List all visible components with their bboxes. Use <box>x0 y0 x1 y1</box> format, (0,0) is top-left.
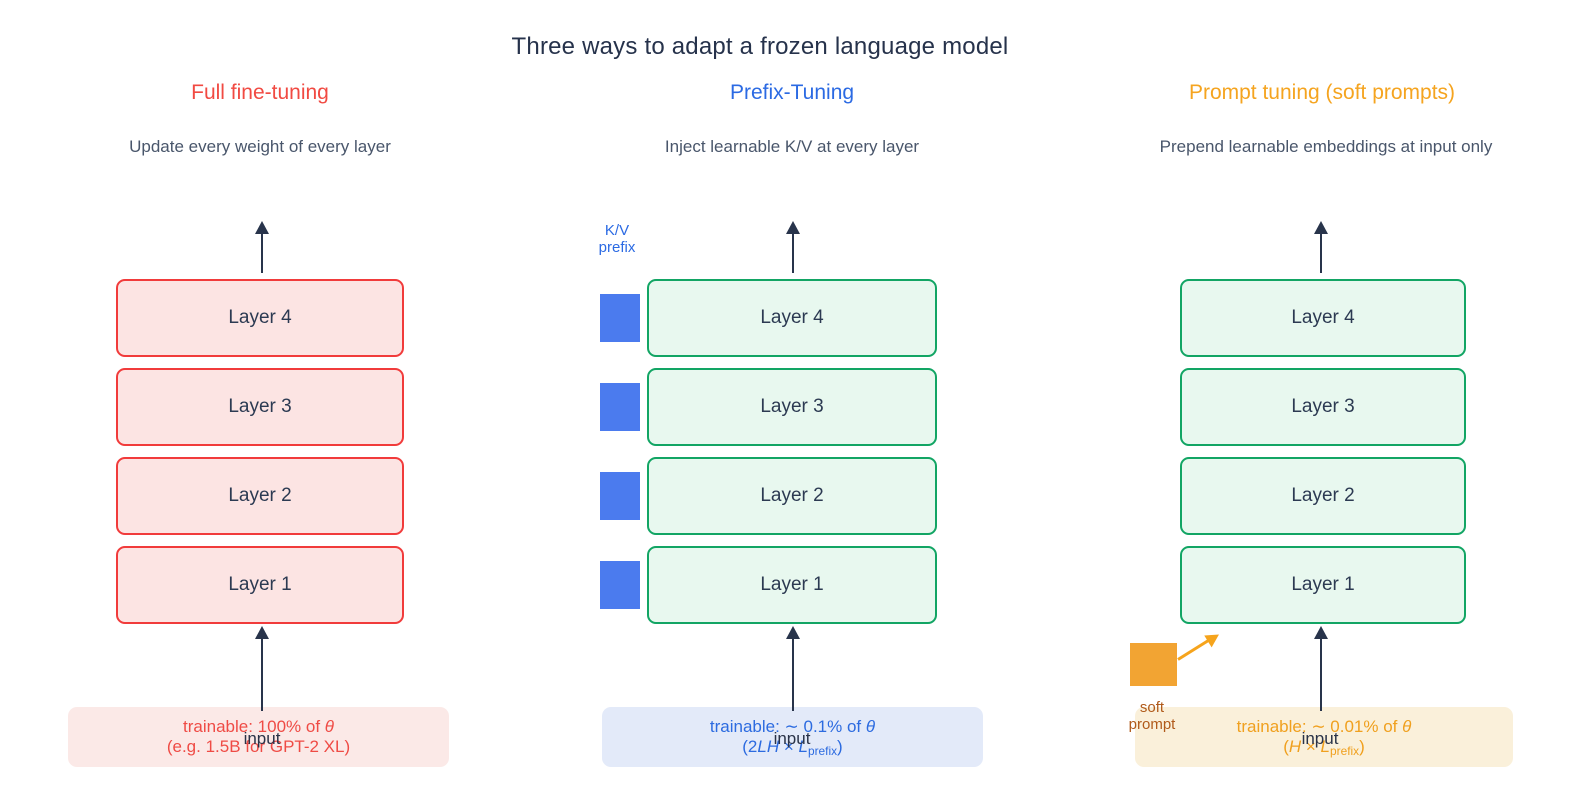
layer-box: Layer 4 <box>1180 279 1466 357</box>
layer-label: Layer 4 <box>228 307 292 328</box>
kv-prefix-label: K/V prefix <box>599 222 636 256</box>
input-label: input <box>243 729 281 748</box>
input-arrow-icon <box>785 626 801 711</box>
layer-box: Layer 3 <box>1180 368 1466 446</box>
layer-label: Layer 1 <box>228 574 292 595</box>
arrow-shaft <box>260 232 264 273</box>
kv-prefix-square <box>600 383 640 431</box>
layer-box: Layer 2 <box>1180 457 1466 535</box>
kv-prefix-square <box>600 294 640 342</box>
layer-box: Layer 1 <box>116 546 404 624</box>
layer-label: Layer 4 <box>760 307 824 328</box>
arrowhead-icon <box>1203 628 1223 647</box>
layer-label: Layer 3 <box>1291 396 1355 417</box>
layer-box: Layer 4 <box>116 279 404 357</box>
soft-prompt-label: soft prompt <box>1129 699 1176 733</box>
layer-label: Layer 1 <box>1291 574 1355 595</box>
arrowhead-icon <box>786 221 800 234</box>
column-header-full-finetuning: Full fine-tuning <box>191 81 329 104</box>
arrow-shaft <box>791 232 795 273</box>
output-arrow-icon <box>785 221 801 273</box>
soft-prompt-arrow-icon <box>1174 628 1223 666</box>
layer-label: Layer 1 <box>760 574 824 595</box>
arrowhead-icon <box>786 626 800 639</box>
arrowhead-icon <box>255 221 269 234</box>
kv-prefix-label-line2: prefix <box>598 239 636 256</box>
trainable-detail: (2LH × Lprefix) <box>742 737 843 758</box>
layer-label: Layer 2 <box>1291 485 1355 506</box>
output-arrow-icon <box>254 221 270 273</box>
output-arrow-icon <box>1313 221 1329 273</box>
soft-prompt-label-line1: soft <box>1139 699 1165 716</box>
layer-label: Layer 2 <box>760 485 824 506</box>
kv-prefix-label-line1: K/V <box>604 222 630 239</box>
trainable-line: trainable: ∼ 0.1% of θ <box>709 717 876 736</box>
layer-box: Layer 1 <box>647 546 937 624</box>
soft-prompt-label-line2: prompt <box>1128 716 1176 733</box>
trainable-detail: (e.g. 1.5B for GPT-2 XL) <box>166 737 351 756</box>
column-subtitle-prefix-tuning: Inject learnable K/V at every layer <box>664 137 920 156</box>
column-header-prefix-tuning: Prefix-Tuning <box>729 81 855 104</box>
layer-label: Layer 2 <box>228 485 292 506</box>
trainable-line: trainable: 100% of θ <box>183 717 334 736</box>
layer-label: Layer 4 <box>1291 307 1355 328</box>
soft-prompt-square <box>1130 643 1177 686</box>
layer-label: Layer 3 <box>760 396 824 417</box>
arrow-shaft <box>1319 232 1323 273</box>
arrow-shaft <box>1319 637 1323 711</box>
arrowhead-icon <box>255 626 269 639</box>
layer-box: Layer 1 <box>1180 546 1466 624</box>
input-label: input <box>773 729 811 748</box>
kv-prefix-square <box>600 472 640 520</box>
arrow-shaft <box>260 637 264 711</box>
layer-box: Layer 4 <box>647 279 937 357</box>
kv-prefix-square <box>600 561 640 609</box>
input-label: input <box>1301 729 1339 748</box>
layer-box: Layer 3 <box>647 368 937 446</box>
layer-box: Layer 3 <box>116 368 404 446</box>
input-arrow-icon <box>1313 626 1329 711</box>
column-subtitle-full-finetuning: Update every weight of every layer <box>129 137 391 156</box>
arrowhead-icon <box>1314 626 1328 639</box>
input-arrow-icon <box>254 626 270 711</box>
trainable-badge: trainable: ∼ 0.1% of θ (2LH × Lprefix) <box>602 707 983 767</box>
layer-box: Layer 2 <box>116 457 404 535</box>
trainable-line: trainable: ∼ 0.01% of θ <box>1236 717 1412 736</box>
layer-box: Layer 2 <box>647 457 937 535</box>
arrow-shaft <box>791 637 795 711</box>
trainable-badge: trainable: 100% of θ (e.g. 1.5B for GPT-… <box>68 707 449 767</box>
arrow-shaft <box>1177 638 1211 661</box>
trainable-detail: (H × Lprefix) <box>1283 737 1365 758</box>
column-subtitle-prompt-tuning: Prepend learnable embeddings at input on… <box>1159 137 1493 156</box>
layer-label: Layer 3 <box>228 396 292 417</box>
figure-title: Three ways to adapt a frozen language mo… <box>511 33 1009 60</box>
column-header-prompt-tuning: Prompt tuning (soft prompts) <box>1188 81 1456 104</box>
arrowhead-icon <box>1314 221 1328 234</box>
trainable-badge: trainable: ∼ 0.01% of θ (H × Lprefix) <box>1135 707 1513 767</box>
